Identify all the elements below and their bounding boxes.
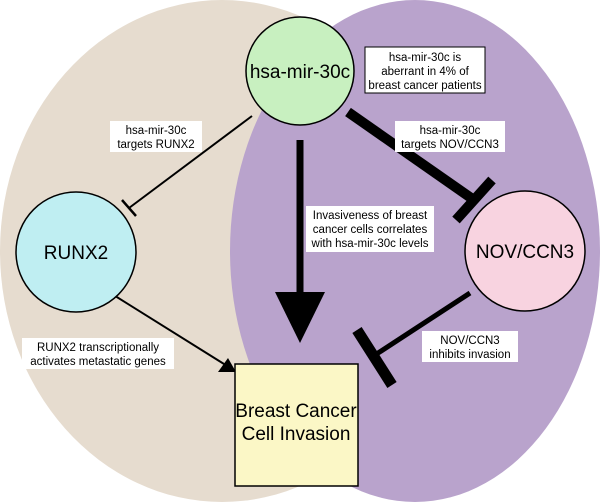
mir-node-label: hsa-mir-30c bbox=[250, 62, 350, 83]
edge-runx2-invasion bbox=[111, 293, 225, 365]
annotation-targets-runx2-box bbox=[110, 121, 202, 152]
annotation-invasiveness-line1: Invasiveness of breast bbox=[313, 210, 428, 222]
edge-mir-runx2 bbox=[128, 115, 253, 209]
runx2-node-circle bbox=[15, 191, 137, 313]
nov-node-label: NOV/CCN3 bbox=[476, 242, 574, 263]
mir-node-circle bbox=[245, 16, 355, 126]
annotation-aberrant-line3: breast cancer patients bbox=[368, 80, 481, 92]
annotation-invasiveness-line2: cancer cells correlates bbox=[313, 224, 428, 236]
edge-mir-nov-bar bbox=[452, 176, 496, 224]
annotation-invasiveness: Invasiveness of breast cancer cells corr… bbox=[306, 206, 434, 252]
annotation-invasiveness-box bbox=[306, 206, 434, 252]
runx2-node: RUNX2 bbox=[15, 191, 137, 313]
annotation-runx2-activates: RUNX2 transcriptionally activates metast… bbox=[22, 338, 174, 369]
annotation-targets-runx2: hsa-mir-30c targets RUNX2 bbox=[110, 121, 202, 152]
edge-mir-nov bbox=[345, 107, 477, 205]
annotation-targets-runx2-line1: hsa-mir-30c bbox=[126, 125, 187, 137]
annotation-aberrant-box bbox=[364, 46, 486, 94]
mir-node: hsa-mir-30c bbox=[245, 16, 355, 126]
annotation-targets-runx2-line2: targets RUNX2 bbox=[117, 139, 194, 151]
annotation-runx2-activates-line1: RUNX2 transcriptionally bbox=[37, 342, 159, 354]
nov-node-circle bbox=[464, 190, 586, 312]
annotation-aberrant-line1: hsa-mir-30c is bbox=[389, 52, 461, 64]
annotation-runx2-activates-line2: activates metastatic genes bbox=[30, 356, 166, 368]
annotation-targets-nov-line1: hsa-mir-30c bbox=[420, 125, 481, 137]
runx2-node-label: RUNX2 bbox=[44, 243, 108, 264]
edge-nov-invasion bbox=[373, 290, 472, 358]
annotation-aberrant: hsa-mir-30c is aberrant in 4% of breast … bbox=[364, 46, 486, 94]
annotation-targets-nov: hsa-mir-30c targets NOV/CCN3 bbox=[395, 121, 505, 152]
invasion-label-line1: Breast Cancer bbox=[235, 401, 357, 422]
annotation-invasiveness-line3: with hsa-mir-30c levels bbox=[311, 238, 429, 250]
annotation-nov-inhibits-box bbox=[422, 331, 518, 362]
edge-runx2-invasion-arrowhead bbox=[218, 358, 236, 372]
annotation-nov-inhibits-line2: inhibits invasion bbox=[429, 349, 510, 361]
annotation-nov-inhibits: NOV/CCN3 inhibits invasion bbox=[422, 331, 518, 362]
annotation-aberrant-line2: aberrant in 4% of bbox=[381, 66, 469, 78]
annotation-nov-inhibits-line1: NOV/CCN3 bbox=[440, 335, 499, 347]
edge-mir-runx2-bar bbox=[121, 199, 137, 217]
invasion-box bbox=[234, 363, 359, 487]
annotation-runx2-activates-box bbox=[22, 338, 174, 369]
annotation-targets-nov-line2: targets NOV/CCN3 bbox=[401, 139, 499, 151]
edge-mir-invasion-arrowhead bbox=[275, 292, 325, 343]
nov-node: NOV/CCN3 bbox=[464, 190, 586, 312]
edge-nov-invasion-bar bbox=[352, 327, 397, 388]
invasion-label-line2: Cell Invasion bbox=[242, 424, 351, 445]
annotation-targets-nov-box bbox=[395, 121, 505, 152]
invasion-node: Breast Cancer Cell Invasion bbox=[234, 363, 359, 487]
